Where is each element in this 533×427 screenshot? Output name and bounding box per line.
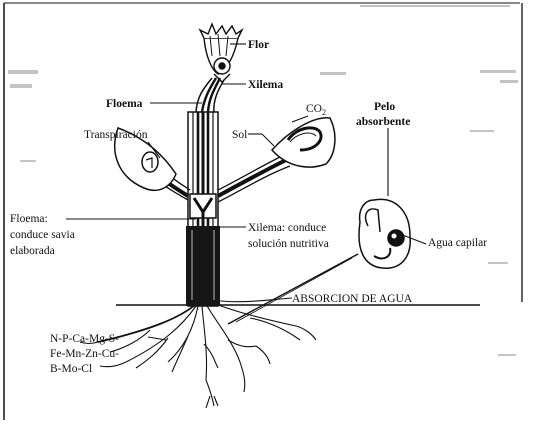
label-flor: Flor	[248, 39, 269, 51]
right-branch	[218, 156, 290, 202]
label-absorcion: ABSORCION DE AGUA	[292, 293, 413, 305]
text-labels: Flor Xilema Floema CO2 Sol Pelo absorben…	[10, 39, 487, 375]
label-xilema-conduce-line1: Xilema: conduce	[248, 222, 326, 234]
label-transpiracion: Transpiración	[84, 129, 148, 141]
label-co2: CO2	[306, 103, 326, 117]
label-pelo-line1: Pelo	[374, 101, 395, 113]
label-floema: Floema	[106, 98, 143, 110]
label-nutrients-line1: N-P-Ca-Mg-S-	[50, 333, 119, 345]
right-leaf	[272, 118, 335, 167]
root-hair	[359, 199, 410, 268]
label-pelo-line2: absorbente	[356, 116, 410, 128]
label-xilema: Xilema	[248, 79, 283, 91]
label-xilema-conduce-line2: solución nutritiva	[248, 238, 329, 250]
label-agua-capilar: Agua capilar	[428, 237, 487, 249]
label-floema-conduce-line1: Floema:	[10, 213, 48, 225]
label-nutrients-line2: Fe-Mn-Zn-Cu-	[50, 348, 119, 360]
label-sol: Sol	[232, 129, 247, 141]
flower	[200, 24, 242, 82]
label-floema-conduce-line2: conduce savia	[10, 229, 75, 241]
upper-stem	[196, 78, 224, 112]
label-floema-conduce-line3: elaborada	[10, 245, 55, 257]
bleed-through-artifacts	[8, 5, 518, 356]
label-nutrients-line3: B-Mo-Cl	[50, 363, 92, 375]
